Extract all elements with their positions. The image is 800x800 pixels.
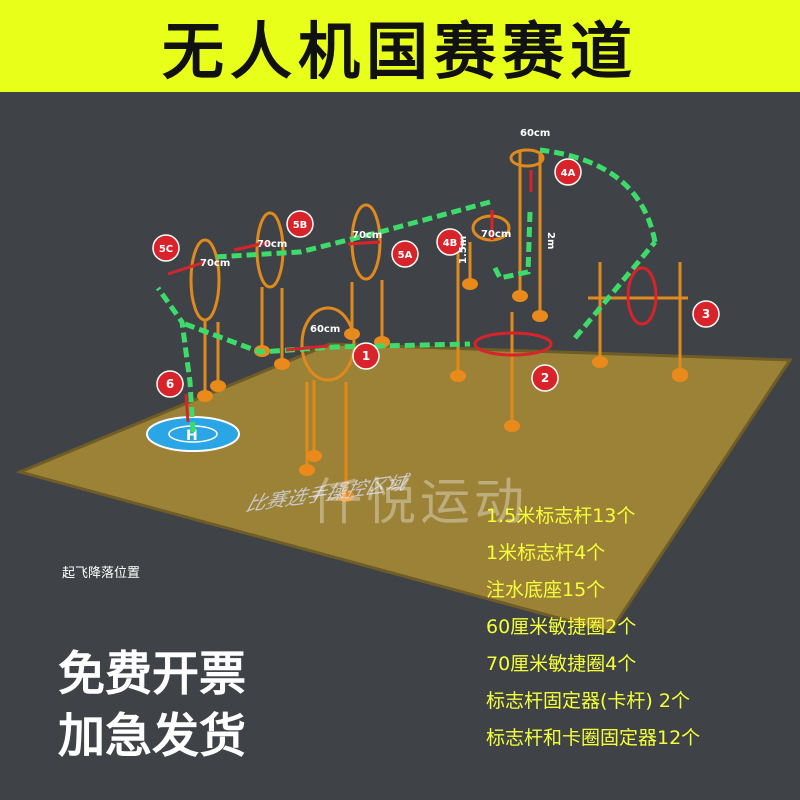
marker-3: 3: [692, 300, 720, 328]
marker-label: 5B: [293, 220, 308, 231]
marker-label: 2: [541, 371, 549, 385]
equipment-spec-list: 1.5米标志杆13个 1米标志杆4个 注水底座15个 60厘米敏捷圈2个 70厘…: [486, 498, 796, 757]
track-illustration: H: [15, 128, 793, 634]
water-base: [197, 390, 213, 402]
route-arc-4a: [539, 147, 658, 243]
arrow-2-loop: [473, 331, 553, 357]
marker-6: 6: [156, 370, 184, 398]
spec-item: 70厘米敏捷圈4个: [486, 653, 637, 675]
water-base: [274, 358, 290, 370]
landing-pad: [146, 416, 240, 452]
ring-5c: [189, 238, 221, 322]
measurement-label: 2m: [545, 232, 556, 249]
spec-item: 1.5米标志杆13个: [486, 505, 636, 527]
title-banner: 无人机国赛赛道: [0, 0, 800, 92]
spec-item: 1米标志杆4个: [486, 542, 606, 564]
spec-item: 标志杆固定器(卡杆) 2个: [486, 690, 690, 712]
landing-pad-h-icon: H: [186, 428, 198, 444]
water-base: [306, 450, 322, 462]
measurement-label: 1.5m: [458, 236, 469, 264]
spec-item: 标志杆和卡圈固定器12个: [486, 727, 701, 749]
marker-label: 3: [702, 307, 710, 321]
promo-invoice-text: 免费开票: [58, 647, 246, 702]
water-base: [512, 290, 528, 302]
marker-label: 4B: [443, 238, 458, 249]
marker-1: 1: [352, 342, 380, 370]
route-segment-6: [155, 286, 196, 433]
arrow-5c: [167, 260, 206, 276]
base-group: [197, 278, 688, 502]
ground-plane: [15, 342, 793, 634]
water-base: [338, 490, 354, 502]
marker-2: 2: [531, 364, 559, 392]
arrow-1: [285, 344, 329, 352]
marker-label: 4A: [561, 168, 576, 179]
promo-shipping-text: 加急发货: [58, 709, 246, 764]
promo-block: 免费开票 加急发货: [58, 644, 246, 768]
route-segment-5: [214, 199, 491, 260]
page-title: 无人机国赛赛道: [161, 15, 638, 88]
marker-group: 1 2 3 4A 4B 5A 5B 5C 6: [152, 158, 720, 398]
arrow-5b: [233, 240, 271, 252]
marker-label: 5C: [159, 244, 173, 255]
measure-group: 60cm 70cm 70cm 70cm 70cm 60cm 2m 1.5m: [200, 128, 556, 335]
route-segment-2-3: [573, 240, 657, 340]
water-base: [299, 464, 315, 476]
water-base: [672, 370, 688, 382]
marker-4a: 4A: [554, 158, 582, 186]
water-base: [210, 380, 226, 392]
arrow-6: [184, 393, 190, 423]
landing-position-label: 起飞降落位置: [62, 566, 141, 581]
marker-label: 1: [362, 349, 370, 363]
marker-5a: 5A: [391, 240, 419, 268]
water-base: [504, 420, 520, 432]
ring-4a: [509, 148, 545, 168]
flight-route: [155, 147, 658, 433]
arrow-3-loop: [626, 266, 658, 326]
water-base: [592, 356, 608, 368]
ring-1: [300, 306, 356, 382]
marker-5c: 5C: [152, 234, 180, 262]
measurement-label: 70cm: [481, 229, 511, 240]
watermark-text: 仟悦运动: [312, 473, 528, 531]
marker-label: 6: [166, 377, 174, 391]
water-base: [450, 370, 466, 382]
track-scene: H: [0, 92, 800, 800]
pole-group: [203, 152, 682, 492]
measurement-label: 70cm: [200, 258, 230, 269]
spec-item: 60厘米敏捷圈2个: [486, 616, 637, 638]
spec-item: 注水底座15个: [486, 579, 606, 601]
water-base: [532, 310, 548, 322]
route-segment-4b: [490, 211, 533, 281]
ring-5b: [255, 211, 285, 289]
measurement-label: 60cm: [520, 128, 550, 139]
arrow-group: [167, 170, 658, 423]
water-base: [462, 278, 478, 290]
marker-5b: 5B: [286, 210, 314, 238]
marker-label: 5A: [398, 250, 413, 261]
measurement-label: 70cm: [352, 230, 382, 241]
measurement-label: 70cm: [257, 239, 287, 250]
marker-4b: 4B: [436, 228, 464, 256]
arrow-5a: [347, 240, 381, 246]
measurement-label: 60cm: [310, 324, 340, 335]
